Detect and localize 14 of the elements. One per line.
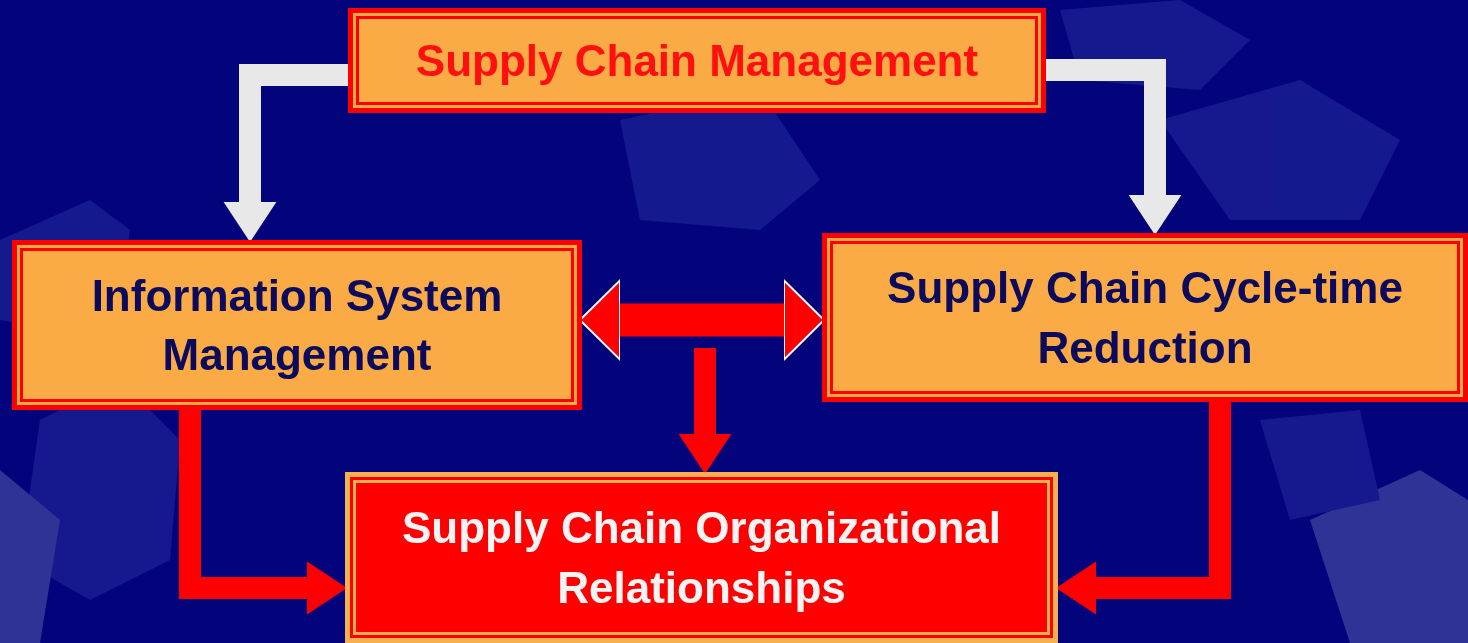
box-title: Supply Chain Cycle-time Reduction (886, 262, 1404, 374)
box-title: Supply Chain Organizational Relationships (401, 502, 1002, 614)
arrow (579, 279, 825, 361)
process-box (824, 235, 1466, 400)
arrow (1044, 59, 1182, 235)
process-box (350, 10, 1044, 111)
arrow (223, 64, 350, 242)
process-box (347, 474, 1056, 641)
process-box (14, 242, 580, 408)
box-title: Information System Management (90, 269, 504, 381)
arrow (1056, 400, 1231, 615)
arrow (678, 348, 732, 474)
box-title: Supply Chain Management (415, 34, 979, 87)
arrow (179, 408, 347, 615)
